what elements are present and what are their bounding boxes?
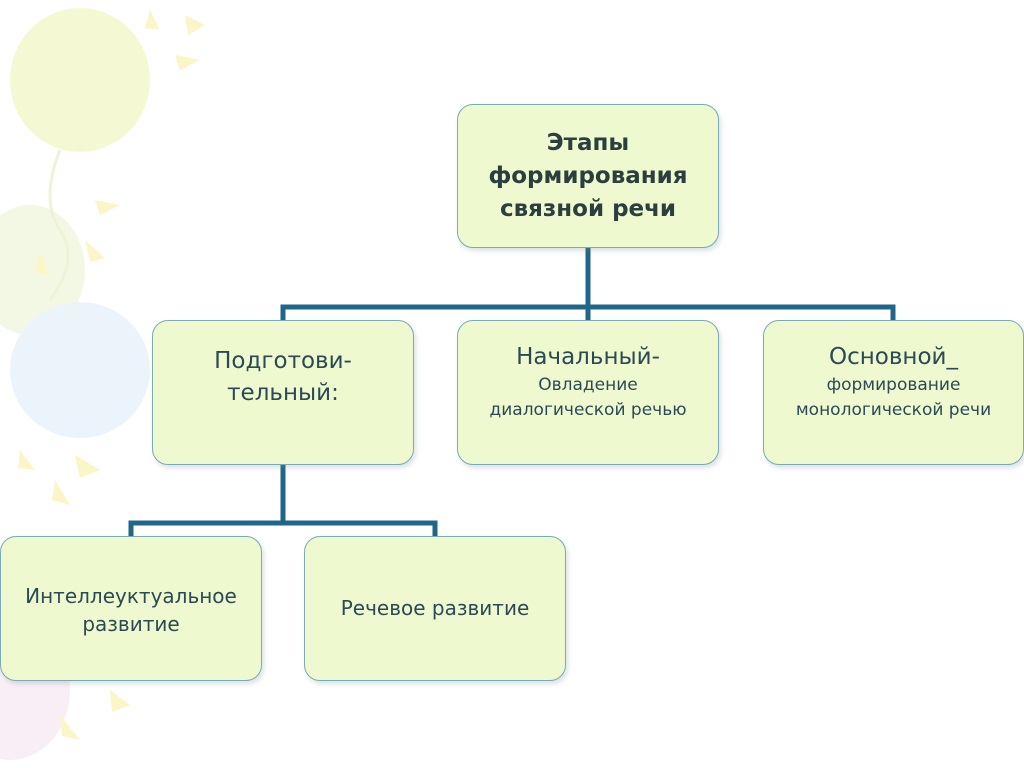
sun-rays bbox=[18, 10, 205, 740]
stage-name: Основной_ bbox=[829, 344, 958, 370]
stage-node-preparatory: Подготови-тельный: bbox=[152, 320, 414, 465]
substage-label: Интеллеуктуальное развитие bbox=[25, 584, 237, 636]
balloon-blue bbox=[10, 302, 150, 438]
stage-name: Начальный- bbox=[516, 344, 660, 370]
root-node-title: Этапы формирования связной речи bbox=[488, 129, 688, 222]
stage-node-main: Основной_ формирование монологической ре… bbox=[763, 320, 1024, 465]
root-node: Этапы формирования связной речи bbox=[457, 104, 719, 248]
stage-description: формирование монологической речи bbox=[795, 375, 992, 420]
substage-label: Речевое развитие bbox=[340, 596, 530, 620]
substage-node-speech: Речевое развитие bbox=[304, 536, 566, 681]
stage-node-initial: Начальный- Овладение диалогической речью bbox=[457, 320, 719, 465]
substage-node-intellectual: Интеллеуктуальное развитие bbox=[0, 536, 262, 681]
stage-name: Подготови-тельный: bbox=[214, 348, 352, 406]
stage-description: Овладение диалогической речью bbox=[489, 375, 687, 420]
balloon-yellow bbox=[10, 8, 150, 152]
